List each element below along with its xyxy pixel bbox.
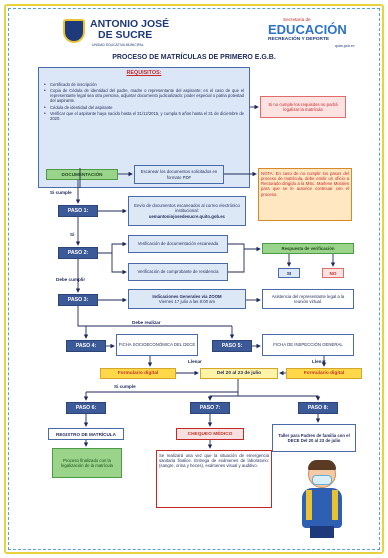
arrow-to-step8 — [238, 395, 321, 401]
step-5: PASO 5: — [212, 340, 252, 352]
requirement-item: Verificar que el aspirante haya nacido h… — [44, 111, 244, 121]
step-1: PASO 1: — [58, 205, 98, 217]
requirement-item: Certificado de inscripción — [44, 82, 244, 88]
arrow-step2-to-verif — [98, 241, 127, 254]
mask-icon — [312, 475, 332, 485]
requirement-item: Cédula de identidad del aspirante — [44, 105, 244, 111]
digital-form-left: Formulario digital — [100, 368, 176, 379]
step-2: PASO 2: — [58, 247, 98, 259]
requirements-heading: REQUISITOS: — [126, 70, 162, 76]
socioeconomic-form-box: FICHA SOCIOECONÓMICA DEL DECE — [116, 334, 198, 356]
org-subtitle: UNIDAD EDUCATIVA MUNICIPAL — [92, 43, 144, 47]
edge-debe-realizar: Debe realizar — [132, 320, 161, 325]
process-finished-box: Proceso finalizado con la legalización d… — [52, 448, 122, 478]
scan-documents-box: Escanear los documentos solicitados en f… — [134, 165, 224, 184]
verification-yes: SI — [278, 268, 300, 278]
requirement-item: Copia de Cédula de identidad del padre, … — [44, 88, 244, 103]
step-3: PASO 3: — [58, 294, 98, 306]
step-1-email[interactable]: uemantoniojosedesucre.quito.gob.ec — [148, 213, 226, 219]
backpack-strap — [306, 490, 312, 520]
school-crest-icon — [63, 19, 85, 43]
inner-frame — [8, 8, 380, 550]
org-name-line1: ANTONIO JOSÉ — [90, 18, 170, 30]
verify-documents-box: Verificación de documentación escaneada — [128, 235, 228, 253]
digital-form-right: Formulario digital — [286, 368, 362, 379]
arrow-verif-to-response — [228, 243, 261, 252]
edge-si-cumple-2: Si cumple — [114, 384, 136, 389]
parents-workshop-box: Taller para Padres de familia con el DEC… — [272, 424, 356, 452]
page-title: PROCESO DE MATRÍCULAS DE PRIMERO E.G.B. — [112, 54, 276, 61]
edge-si-cumple: Si cumple — [50, 190, 72, 195]
outer-frame — [4, 4, 384, 554]
documentation-label: DOCUMENTACIÓN — [46, 169, 118, 180]
edge-debe-cumplir: Debe cumplir — [56, 277, 86, 282]
medical-detail-text: Se realizará una vez que la situación de… — [159, 453, 269, 469]
edge-llenar-right: Llenar — [312, 359, 326, 364]
inspection-form-box: FICHA DE INSPECCIÓN GENERAL — [262, 334, 354, 356]
arrow-step3-to-split — [77, 306, 232, 327]
child-hair — [308, 460, 336, 470]
registration-box: REGISTRO DE MATRÍCULA — [48, 428, 124, 440]
step-1-text: Envío de documentos escaneados al correo… — [134, 203, 240, 214]
step-8: PASO 8: — [298, 402, 338, 414]
child-legs — [310, 526, 334, 538]
note-box: NOTA: En caso de no cumplir los pasos de… — [258, 168, 352, 221]
note-text: NOTA: En caso de no cumplir los pasos de… — [261, 171, 349, 197]
attendance-box: Asistencia del representante legal a la … — [262, 289, 354, 309]
arrow-step2-to-residence — [111, 253, 127, 275]
arrow-dates-to-split — [86, 379, 239, 393]
step-7: PASO 7: — [190, 402, 230, 414]
secretaria-line1: Secretaría de — [283, 17, 311, 22]
secretaria-line3: RECREACIÓN Y DEPORTE — [268, 37, 330, 42]
step-6: PASO 6: — [66, 402, 106, 414]
org-name-line2: DE SUCRE — [98, 29, 153, 41]
child-illustration — [296, 460, 348, 540]
backpack-strap — [332, 490, 338, 520]
secretaria-line4: quito.gob.ec — [335, 44, 355, 48]
step-4: PASO 4: — [66, 340, 106, 352]
requirements-warning: Si no cumple los requisitos no podrá leg… — [260, 96, 346, 118]
verify-residence-box: Verificación de comprobante de residenci… — [128, 263, 228, 281]
requirements-list: Certificado de inscripción Copia de Cédu… — [44, 82, 244, 122]
arrow-to-step7 — [207, 392, 239, 401]
edge-si: Si — [70, 232, 75, 237]
zoom-title: Indicaciones Generales vía ZOOM — [152, 293, 222, 299]
secretaria-line2: EDUCACIÓN — [268, 22, 347, 37]
zoom-instructions-box: Indicaciones Generales vía ZOOM Viernes … — [128, 289, 246, 309]
dates-box: Del 20 al 23 de julio — [200, 368, 278, 379]
step-1-detail: Envío de documentos escaneados al correo… — [128, 196, 246, 226]
edge-llenar-left: Llenar — [188, 359, 202, 364]
verification-no: NO — [322, 268, 344, 278]
zoom-date: Viernes 17 julio a las 8:00 am — [158, 299, 216, 304]
medical-detail-box: Se realizará una vez que la situación de… — [156, 450, 272, 508]
medical-check-box: CHEQUEO MÉDICO — [176, 428, 244, 440]
verification-response-box: Respuesta de verificación — [262, 243, 354, 254]
arrow-residence-to-response — [228, 249, 245, 273]
